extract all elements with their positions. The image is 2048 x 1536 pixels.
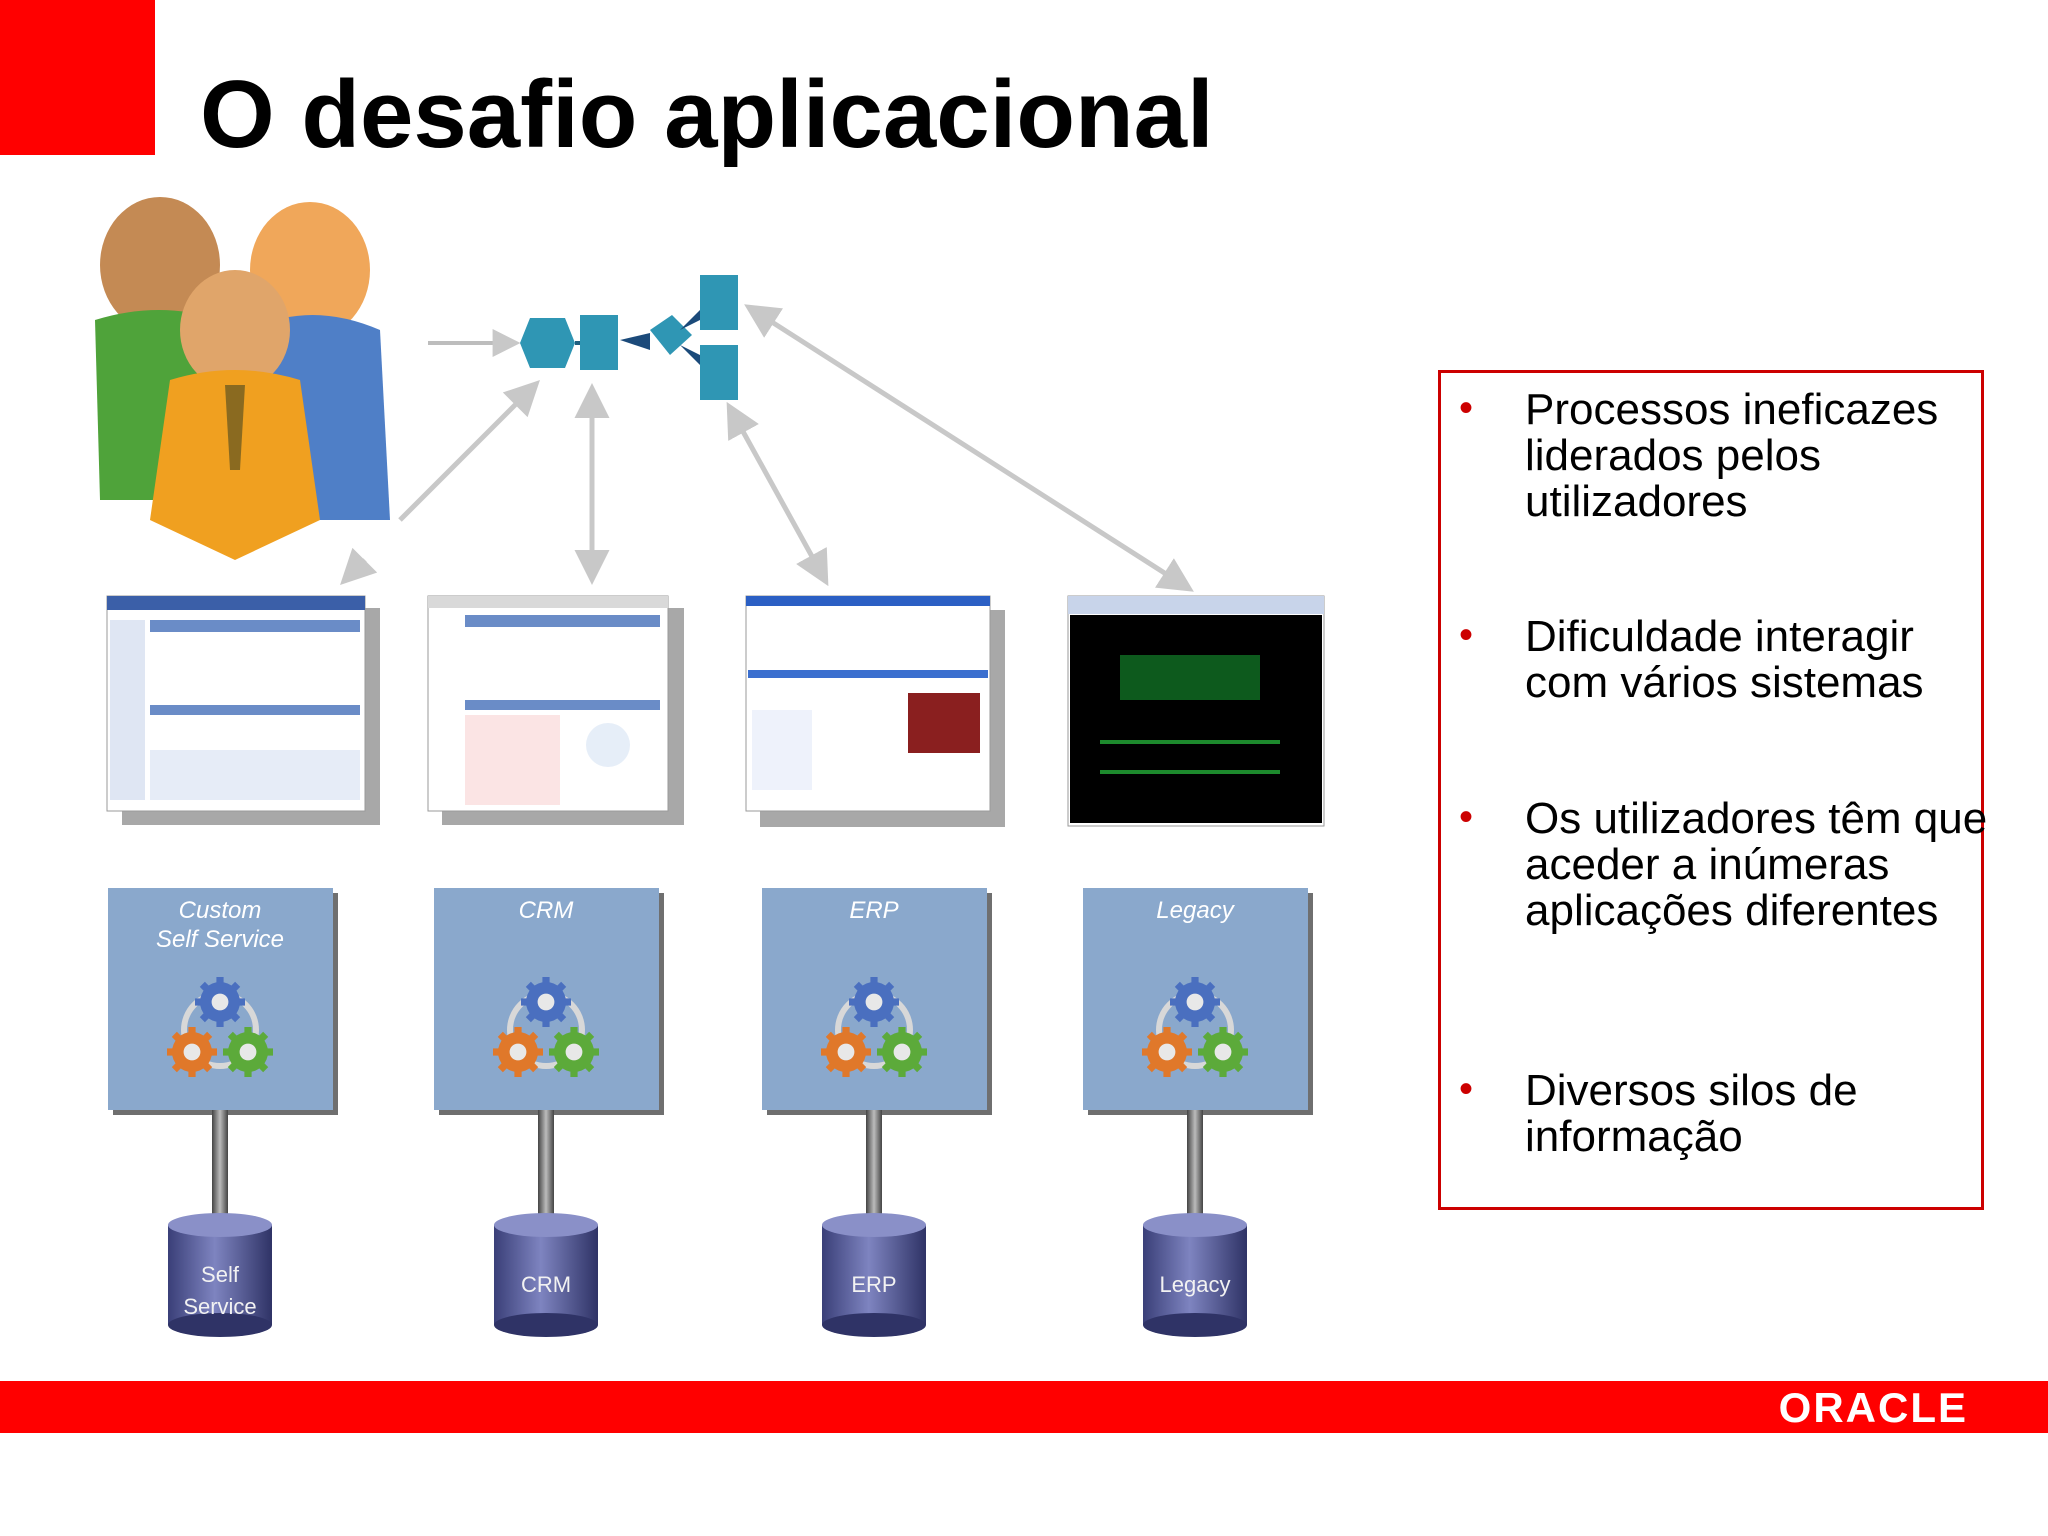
app-label: Custom — [179, 897, 262, 924]
gear-icon — [521, 977, 571, 1027]
yahoo-finance-screenshot — [745, 595, 1005, 827]
app-label: Legacy — [1156, 897, 1235, 924]
gear-icon — [1142, 1027, 1192, 1077]
bullet-text: Os utilizadores têm que aceder a inúmera… — [1525, 794, 1988, 935]
database-icon — [1143, 1213, 1247, 1337]
db-label: Self — [201, 1262, 240, 1287]
pipe-connector — [212, 1110, 228, 1230]
red-corner-block — [0, 0, 155, 155]
database-icon — [168, 1213, 272, 1337]
db-label: Legacy — [1160, 1272, 1231, 1297]
oracle-logo: ORACLE — [1778, 1384, 1968, 1431]
slide-title: O desafio aplicacional — [200, 61, 1214, 168]
database-icon — [494, 1213, 598, 1337]
gear-icon — [195, 977, 245, 1027]
gear-icon — [493, 1027, 543, 1077]
users-group-icon — [95, 197, 390, 560]
gear-icon — [223, 1027, 273, 1077]
gear-icon — [167, 1027, 217, 1077]
gear-icon — [849, 977, 899, 1027]
db-label: CRM — [521, 1272, 571, 1297]
app-label: ERP — [849, 897, 898, 924]
db-label: ERP — [851, 1272, 896, 1297]
system-column: ERP ERP — [762, 888, 992, 1337]
bullet-text: Dificuldade interagir com vários sistema… — [1525, 612, 1924, 707]
bullet-marker: • — [1459, 613, 1474, 657]
challenges-callout: • Processos ineficazes liderados pelos u… — [1438, 370, 1987, 1210]
gear-icon — [821, 1027, 871, 1077]
bullet-marker: • — [1459, 1067, 1474, 1111]
bullet-marker: • — [1459, 386, 1474, 430]
bullet-marker: • — [1459, 795, 1474, 839]
system-column: CRM CRM — [434, 888, 664, 1337]
pipe-connector — [538, 1110, 554, 1230]
app-label-line2: Self Service — [156, 926, 284, 953]
bullet-text: Diversos silos de informação — [1525, 1066, 1858, 1161]
app-label: CRM — [519, 897, 574, 924]
pipe-connector — [866, 1110, 882, 1230]
gear-icon — [1170, 977, 1220, 1027]
gear-icon — [549, 1027, 599, 1077]
database-icon — [822, 1213, 926, 1337]
process-flow-icon — [428, 275, 738, 400]
bullet-text: Processos ineficazes liderados pelos uti… — [1525, 385, 1939, 526]
db-label-line2: Service — [183, 1294, 256, 1319]
connector-arrows — [340, 304, 1194, 592]
crm-app-screenshot — [427, 595, 684, 825]
terminal-screenshot — [1067, 595, 1325, 827]
gear-icon — [1198, 1027, 1248, 1077]
pipe-connector — [1187, 1110, 1203, 1230]
custom-app-screenshot — [106, 595, 380, 825]
gear-icon — [877, 1027, 927, 1077]
footer-bar — [0, 1381, 2048, 1433]
